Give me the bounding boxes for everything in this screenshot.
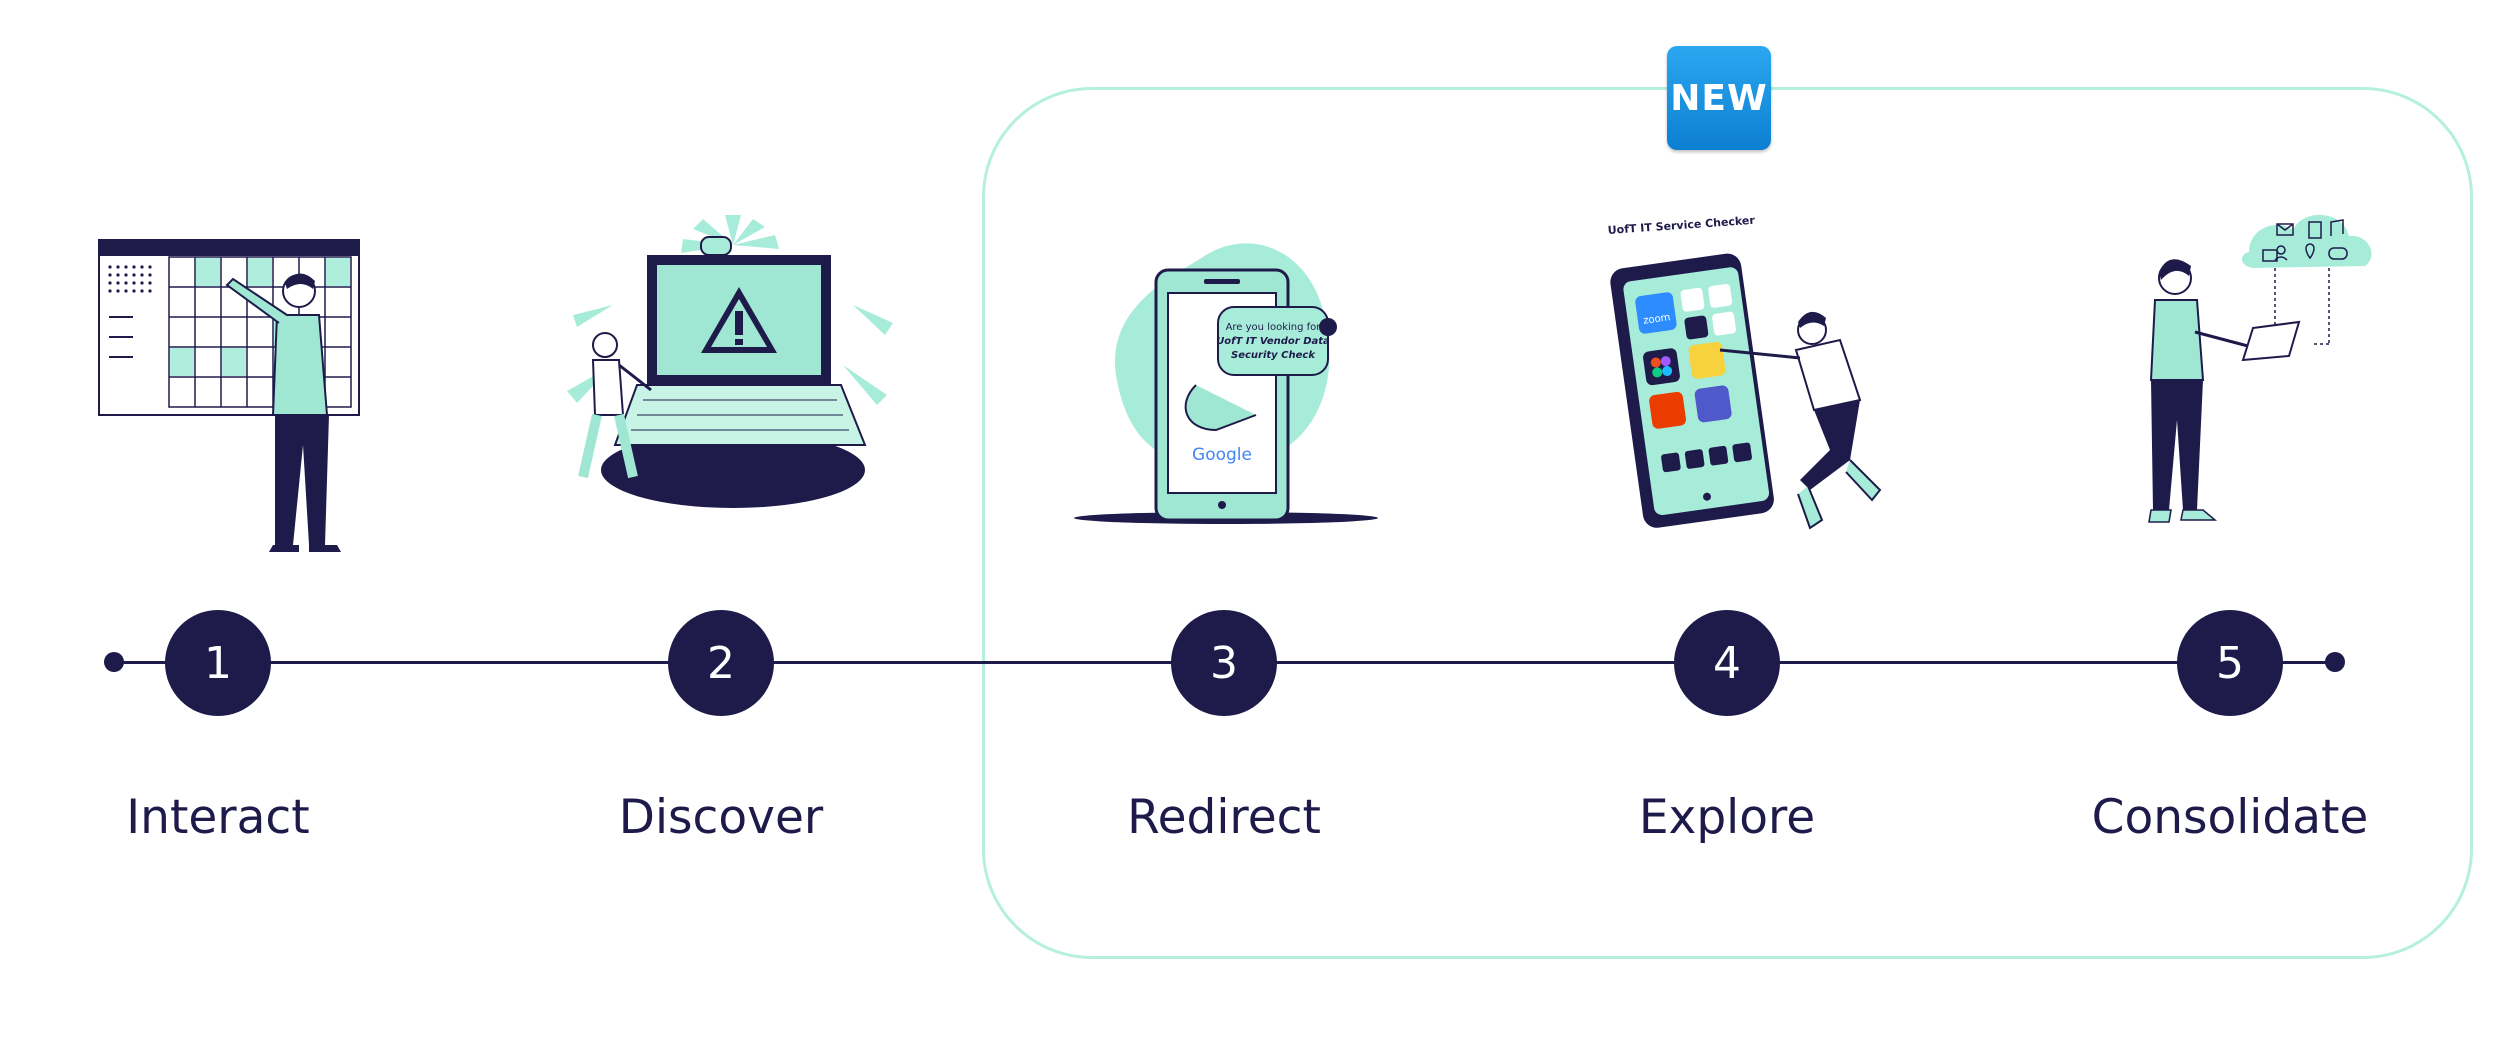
phone-apps-icon: UofT IT Service Checker zoom (1560, 200, 1900, 540)
calendar-person-icon (47, 215, 387, 555)
zoom-app-label: zoom (1643, 312, 1672, 327)
phone-redirect-icon: Are you looking for UofT IT Vendor Data … (1056, 215, 1396, 555)
step-5-label: Consolidate (2091, 790, 2369, 845)
step-1-label: Interact (126, 790, 310, 845)
step-5-marker: 5 (2177, 610, 2283, 716)
step-4-marker: 4 (1674, 610, 1780, 716)
service-checker-caption: UofT IT Service Checker (1607, 214, 1756, 237)
google-logo-text: Google (1192, 445, 1252, 465)
cloud-laptop-icon (2063, 200, 2403, 540)
step-2-label: Discover (618, 790, 824, 845)
laptop-warning-icon (553, 215, 893, 555)
new-badge: NEW (1667, 46, 1771, 150)
bubble-line-1: Are you looking for (1226, 322, 1322, 333)
step-3-label: Redirect (1127, 790, 1321, 845)
step-2-marker: 2 (668, 610, 774, 716)
timeline-end-dot (2325, 652, 2345, 672)
bubble-line-2: UofT IT Vendor Data (1216, 336, 1330, 347)
step-4-label: Explore (1638, 790, 1816, 845)
timeline-start-dot (104, 652, 124, 672)
bubble-line-3: Security Check (1231, 350, 1316, 361)
step-1-marker: 1 (165, 610, 271, 716)
step-3-marker: 3 (1171, 610, 1277, 716)
